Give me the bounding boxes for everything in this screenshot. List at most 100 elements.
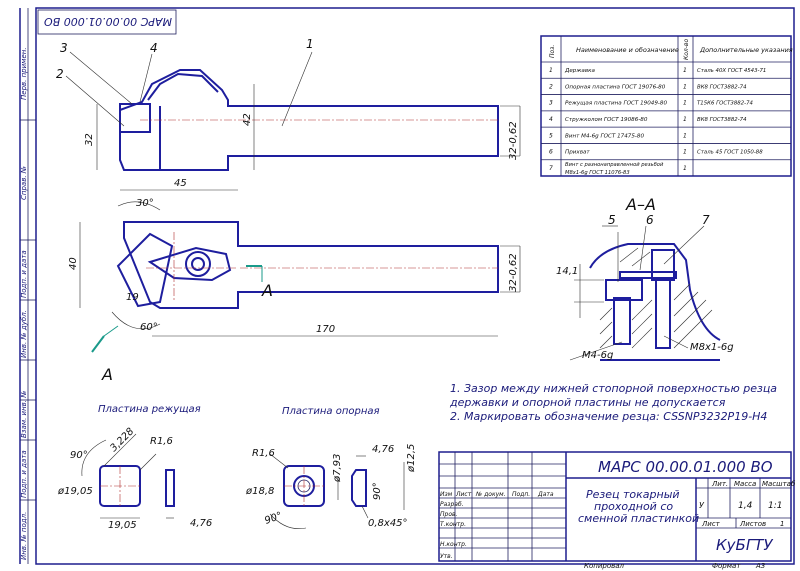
sup-r16: R1,6	[252, 448, 275, 459]
spec-header-note: Дополнительные указания	[699, 46, 793, 54]
spec-cell-name: Винт с разнонаправленной резьбой	[565, 162, 664, 168]
insert-cutting: Пластина режущая 3,228 R1,6 90° ø19,05 1…	[57, 404, 212, 531]
dim-30deg: 30°	[136, 198, 154, 209]
sup-chamfer: 0,8х45°	[368, 518, 408, 529]
section-mark-top: А	[261, 281, 273, 300]
sup-90: 90°	[263, 510, 283, 526]
spec-cell-qty: 1	[683, 165, 687, 172]
notes: 1. Зазор между нижней стопорной поверхно…	[449, 382, 777, 423]
title-line-2: проходной со	[594, 500, 673, 513]
tb-role-appr: Утв.	[440, 553, 453, 560]
leader-7: 7	[702, 213, 710, 227]
spec-cell-pos: 4	[549, 116, 553, 123]
side-stamp-4: Инв. № дубл.	[20, 310, 28, 358]
cut-90: 90°	[70, 450, 88, 461]
leader-5: 5	[608, 213, 616, 227]
spec-cell-qty: 1	[683, 149, 687, 156]
spec-cell-name: Державка	[564, 68, 596, 74]
leader-3: 3	[60, 41, 68, 55]
tb-head-doc: № докум.	[475, 491, 506, 498]
tb-head-sign: Подп.	[512, 491, 530, 498]
insert-cutting-title: Пластина режущая	[98, 404, 201, 415]
spec-cell-note: Т15К6 ГОСТ3882-74	[697, 101, 754, 107]
cut-thick: 4,76	[190, 518, 212, 529]
sup-d793: ø7,93	[332, 454, 343, 483]
section-aa: А–А 5 6 7 14,1 M4-6g M8x1-6g	[556, 195, 734, 361]
side-stamp-1: Перв. примен.	[20, 47, 28, 100]
note-line-2: державки и опорной пластины не допускает…	[449, 396, 726, 409]
top-view: 45 40 30° 19 60° 170 32-0,62 А А	[68, 178, 521, 384]
tb-sheets-label: Листов	[739, 520, 766, 528]
note-line-1: 1. Зазор между нижней стопорной поверхно…	[450, 382, 777, 395]
spec-cell-name-cont: М8х1-6g ГОСТ 11076-83	[565, 170, 630, 176]
dim-14-1: 14,1	[556, 266, 578, 277]
leader-2: 2	[56, 67, 64, 81]
spec-cell-name: Стружколом ГОСТ 19086-80	[565, 117, 648, 123]
front-view: 32 42 32-0,62 1 2 3 4	[56, 37, 521, 171]
dim-45: 45	[174, 178, 187, 189]
spec-cell-qty: 1	[683, 116, 687, 123]
cut-r16: R1,6	[150, 436, 173, 447]
tb-scale-label: Масштаб	[762, 480, 796, 488]
dim-32-shank: 32-0,62	[508, 121, 519, 160]
drawing-frame	[35, 7, 795, 565]
spec-cell-name: Опорная пластина ГОСТ 19076-80	[565, 84, 666, 90]
tb-lit-value: У	[699, 501, 705, 510]
tb-scale-value: 1:1	[768, 501, 782, 511]
dim-170: 170	[316, 324, 335, 335]
cut-width: 19,05	[108, 520, 137, 531]
title-line-1: Резец токарный	[586, 488, 680, 501]
title-line-3: сменной пластинкой	[578, 512, 699, 525]
spec-cell-qty: 1	[683, 83, 687, 90]
sup-thick: 4,76	[372, 444, 394, 455]
dim-42: 42	[242, 113, 253, 126]
insert-support-title: Пластина опорная	[282, 406, 380, 417]
spec-cell-pos: 7	[549, 165, 553, 172]
title-block: МАРС 00.00.01.000 ВО Резец токарный прох…	[438, 451, 796, 570]
tb-role-dev: Разраб.	[440, 501, 464, 508]
dim-40: 40	[68, 257, 79, 270]
tb-head-izm: Изм	[440, 491, 453, 498]
spec-cell-name: Винт М4-6g ГОСТ 17475-80	[565, 133, 644, 139]
spec-cell-name: Режущая пластина ГОСТ 19049-80	[565, 101, 667, 107]
side-stamp-7: Инв. № подл.	[20, 512, 28, 560]
dim-m8: M8x1-6g	[690, 342, 734, 353]
spec-header-qty: Кол-во	[683, 39, 690, 60]
tb-sheets-value: 1	[780, 520, 784, 528]
tb-mass-label: Масса	[734, 480, 756, 488]
spec-cell-pos: 6	[549, 149, 553, 156]
tb-head-list: Лист	[455, 491, 472, 498]
spec-header-pos: Поз.	[549, 45, 556, 58]
spec-cell-pos: 2	[549, 83, 553, 90]
tb-copied: Копировал	[584, 562, 625, 570]
tb-head-date: Дата	[537, 491, 554, 498]
doc-number: МАРС 00.00.01.000 ВО	[598, 458, 773, 476]
spec-header-name: Наименование и обозначение	[576, 46, 679, 54]
cut-3228: 3,228	[108, 426, 136, 454]
dim-19: 19	[126, 292, 139, 303]
tb-sheet-label: Лист	[701, 520, 721, 528]
side-stamp: Перв. примен. Справ. № Подп. и дата Инв.…	[19, 8, 36, 564]
side-stamp-6: Подп. и дата	[20, 450, 28, 498]
leader-6: 6	[646, 213, 654, 227]
tb-role-check: Пров.	[440, 511, 458, 518]
rotated-doc-number-text: МАРС 00.00.01.000 ВО	[44, 15, 172, 28]
tb-role-ncontr: Н.контр.	[440, 541, 467, 548]
leader-4: 4	[150, 41, 158, 55]
insert-support: Пластина опорная R1,6 ø18,8 90° ø7,93 ø1…	[245, 406, 417, 529]
tb-role-tcontr: Т.контр.	[440, 521, 466, 528]
tb-mass-value: 1,4	[738, 501, 753, 511]
spec-cell-note: Сталь 40Х ГОСТ 4543-71	[697, 68, 766, 74]
side-stamp-2: Справ. №	[20, 166, 28, 200]
spec-cell-pos: 3	[549, 100, 553, 107]
side-stamp-5: Взам. инв. №	[20, 390, 28, 438]
dim-m4: M4-6g	[582, 350, 613, 361]
spec-cell-qty: 1	[683, 132, 687, 139]
section-aa-title: А–А	[625, 195, 656, 214]
spec-cell-pos: 5	[549, 132, 553, 139]
leader-1: 1	[306, 37, 314, 51]
sup-dia: ø18,8	[245, 486, 274, 497]
side-stamp-3: Подп. и дата	[20, 250, 28, 298]
spec-cell-note: ВК8 ГОСТ3882-74	[697, 84, 747, 90]
